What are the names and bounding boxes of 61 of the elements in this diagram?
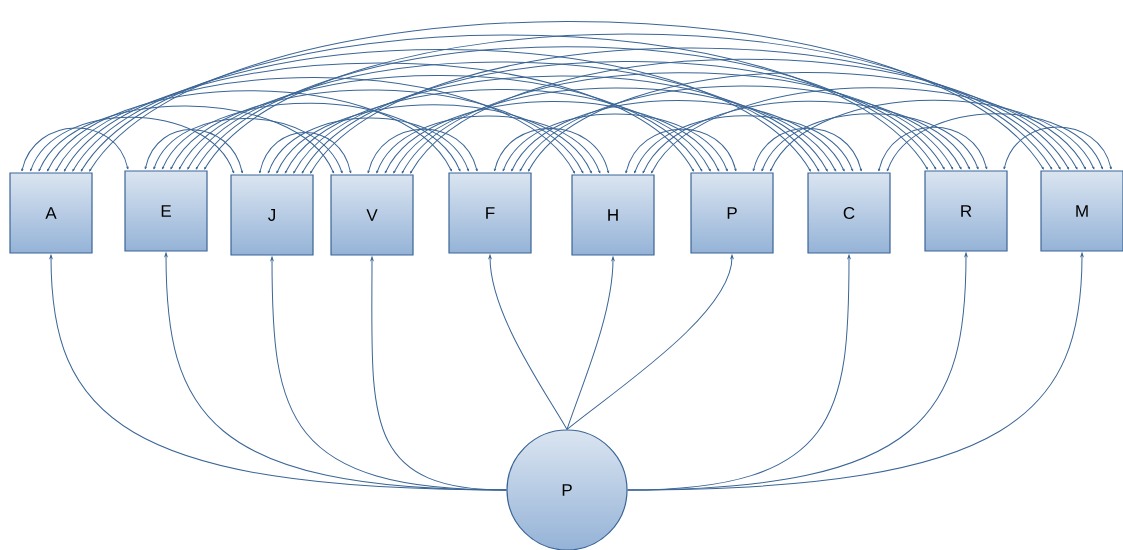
curved-arrow: [634, 115, 854, 174]
curved-arrow: [401, 72, 954, 174]
curved-arrow: [63, 62, 694, 172]
curved-arrow: [30, 116, 235, 174]
curved-arrow: [878, 126, 988, 172]
square-box: R: [924, 170, 1008, 252]
curved-arrow: [627, 252, 1084, 491]
curved-arrow: [72, 49, 811, 172]
curved-arrow: [310, 47, 1061, 174]
curved-arrow: [528, 72, 1078, 172]
curved-arrow: [502, 113, 728, 172]
square-box: H: [571, 174, 655, 256]
square-box: M: [1040, 170, 1123, 252]
curved-arrow: [284, 89, 711, 174]
curved-arrow: [89, 21, 1044, 172]
square-box: J: [230, 174, 314, 256]
curved-arrow: [170, 89, 584, 174]
square-box: A: [9, 172, 93, 254]
curved-arrow: [511, 99, 845, 172]
curved-arrow: [301, 61, 945, 174]
curved-arrow: [376, 115, 601, 174]
curved-arrow: [144, 129, 243, 174]
square-box: E: [124, 170, 208, 252]
curved-arrow: [488, 254, 568, 430]
curved-arrow: [55, 77, 575, 174]
square-box: P: [690, 172, 774, 254]
curved-arrow: [178, 75, 703, 172]
curved-arrow: [153, 117, 343, 174]
curved-arrow: [161, 102, 461, 172]
curved-arrow: [642, 100, 971, 174]
curved-arrow: [410, 58, 1070, 174]
curved-arrow: [80, 34, 928, 172]
curved-arrow: [259, 131, 352, 174]
curved-arrow: [651, 87, 1086, 174]
curved-arrow: [370, 256, 507, 491]
square-box: C: [807, 172, 891, 254]
curved-arrow: [276, 104, 592, 174]
curved-arrow: [393, 87, 837, 174]
curved-arrow: [886, 113, 1103, 172]
curved-arrow: [47, 90, 453, 172]
curved-arrow: [566, 254, 734, 430]
curved-arrow: [1003, 126, 1112, 170]
curved-arrow: [752, 127, 862, 172]
curved-arrow: [293, 75, 828, 174]
square-box: F: [448, 172, 532, 254]
circle-node: P: [506, 429, 628, 550]
curved-arrow: [519, 85, 962, 172]
curved-arrow: [566, 256, 615, 430]
square-box: V: [330, 174, 414, 256]
curved-arrow: [625, 128, 737, 174]
curved-arrow: [195, 46, 937, 170]
curved-arrow: [367, 128, 478, 174]
curved-arrow: [769, 99, 1095, 172]
curved-arrow: [493, 127, 610, 174]
curved-arrow: [761, 113, 979, 172]
curved-arrow: [384, 100, 720, 174]
curved-arrow: [38, 105, 335, 174]
curved-arrow: [21, 127, 129, 172]
curved-arrow: [187, 61, 820, 172]
curved-arrow: [267, 117, 469, 174]
curved-arrow: [204, 33, 1053, 170]
